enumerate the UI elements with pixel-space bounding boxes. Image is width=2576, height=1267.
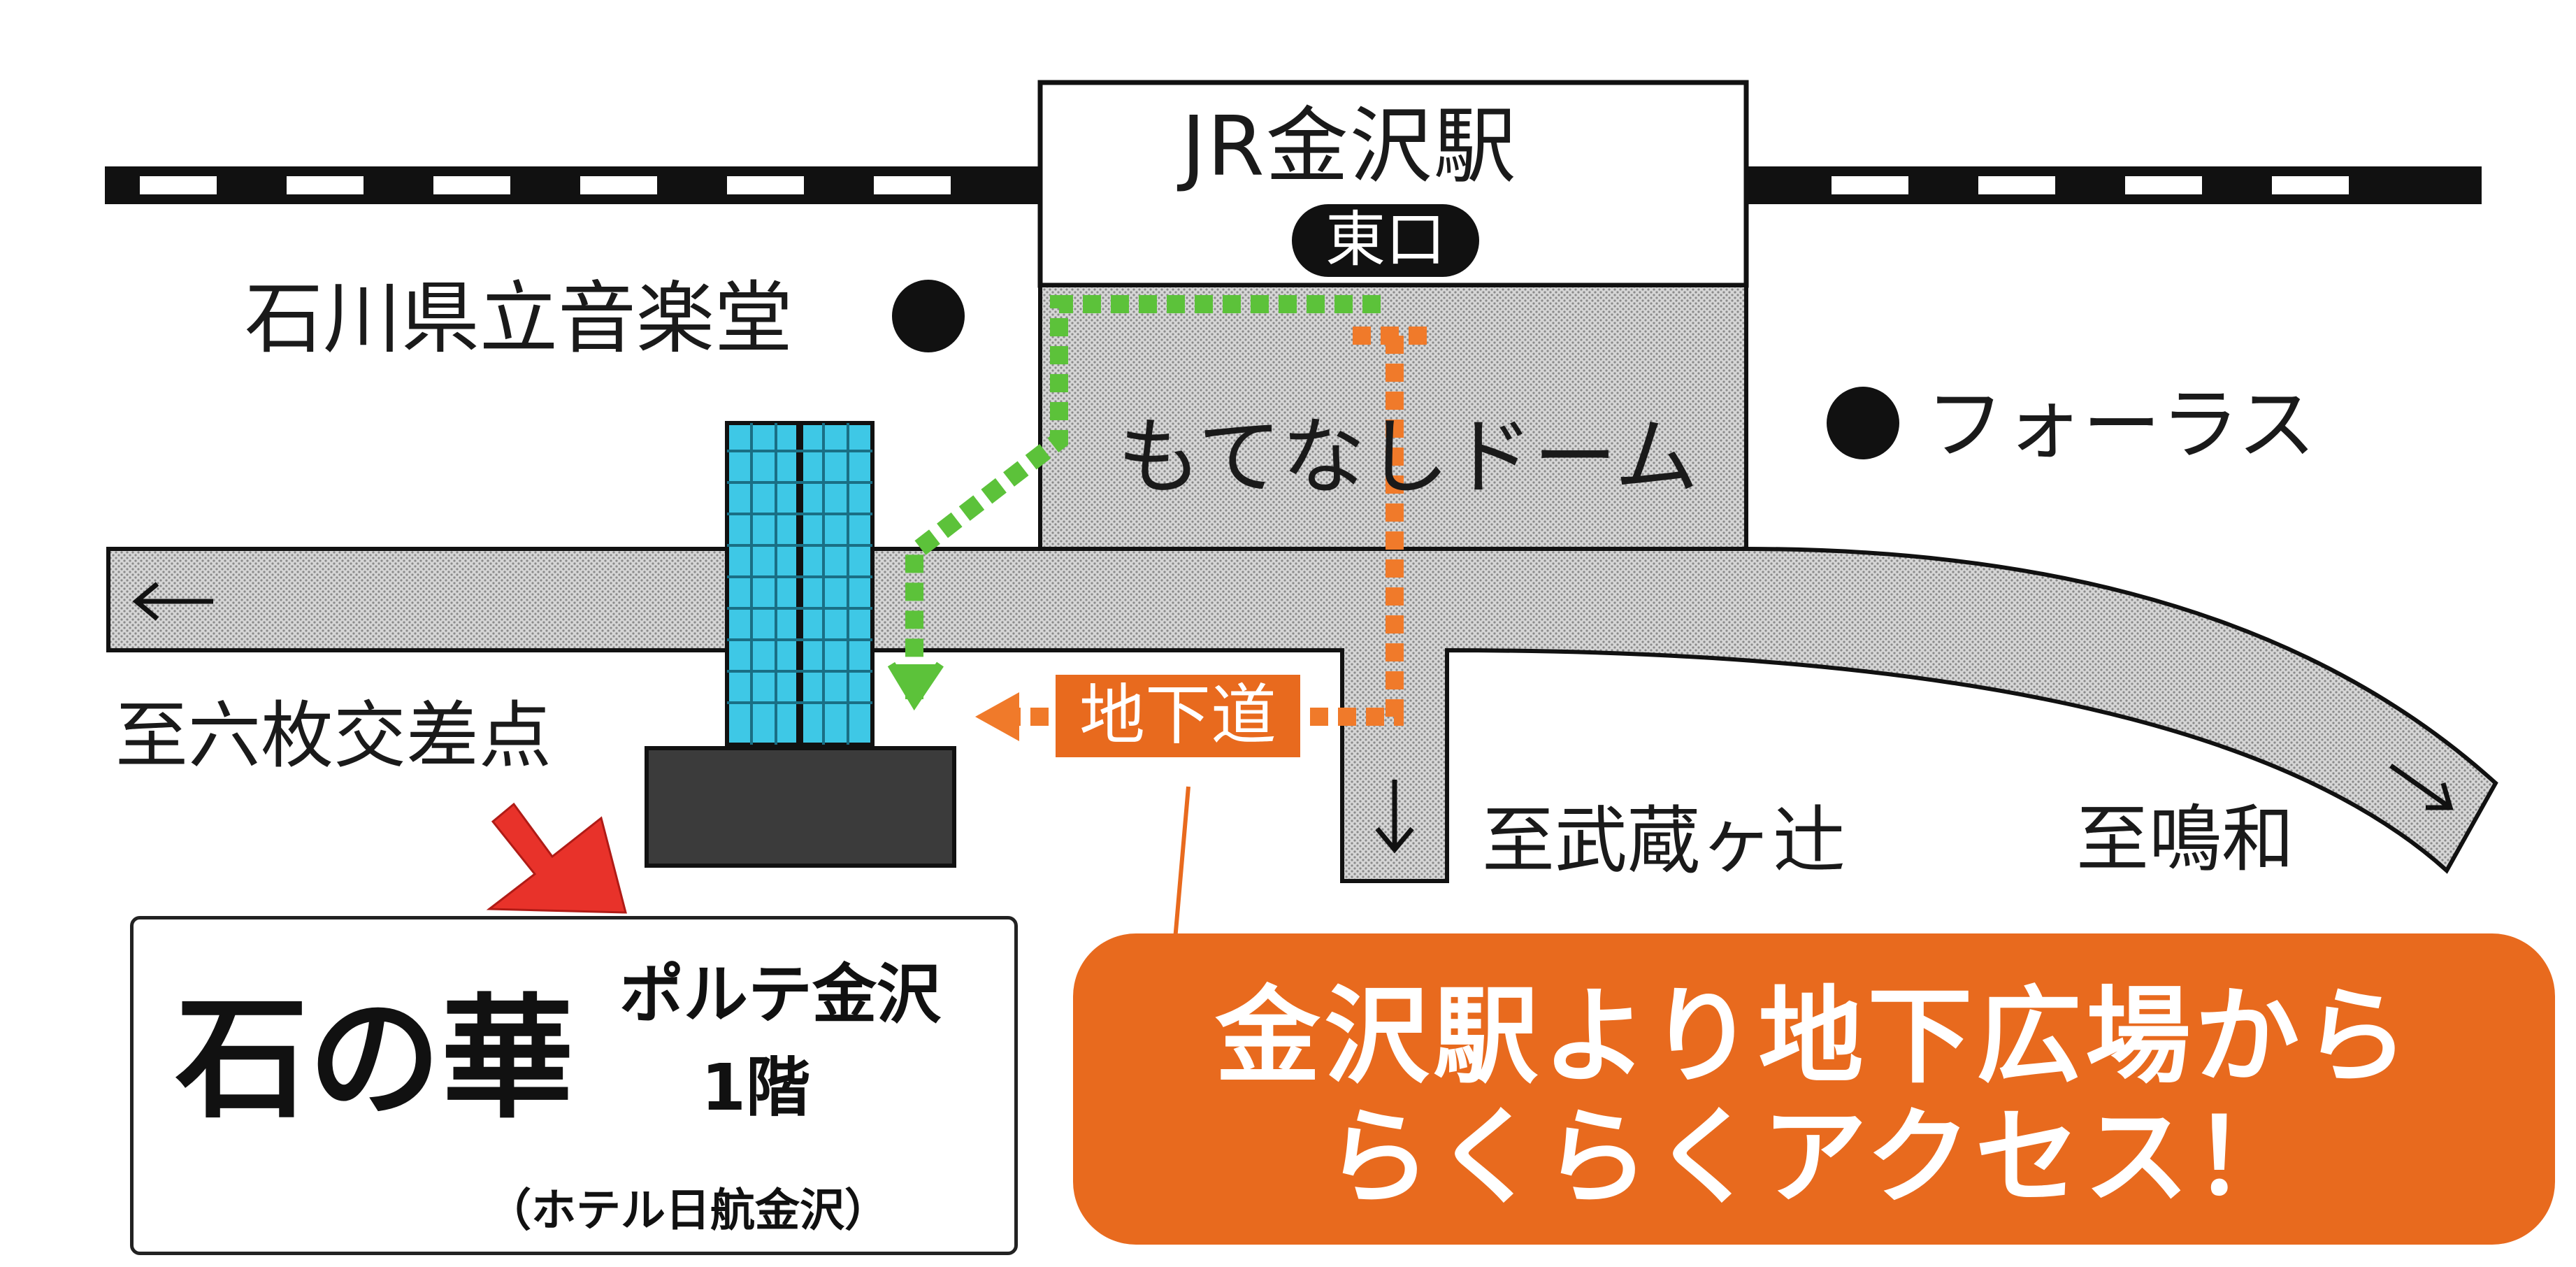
- destination-musashigatsuji: 至武蔵ヶ辻: [1482, 798, 1846, 883]
- underpass-callout-line: [1172, 786, 1190, 948]
- hotel-building: [725, 421, 875, 747]
- underpass-label: 地下道: [1056, 675, 1301, 757]
- main-road: [106, 547, 2498, 883]
- destination-naruwa: 至鳴和: [2076, 796, 2295, 882]
- green-route: [905, 295, 1381, 699]
- orange-route: [1003, 327, 1437, 726]
- road-arrows: [132, 582, 2454, 854]
- building-name: ポルテ金沢: [619, 957, 942, 1032]
- east-exit-badge: 東口: [1292, 204, 1479, 277]
- porte-podium: [645, 746, 956, 868]
- forus-marker: [1827, 387, 1899, 459]
- floor-label: 1階: [701, 1050, 811, 1125]
- destination-rokumaitsuji: 至六枚交差点: [115, 693, 552, 778]
- banner-line-1: 金沢駅より地下広場から: [1215, 976, 2413, 1098]
- concert-hall-label: 石川県立音楽堂: [245, 273, 793, 364]
- shop-name: 石の華: [175, 982, 575, 1136]
- forus-label: フォーラス: [1926, 380, 2316, 471]
- station-name: JR金沢駅: [1181, 98, 1518, 194]
- concert-hall-marker: [892, 280, 965, 352]
- dome-label: もてなしドーム: [1117, 409, 1699, 506]
- banner-line-2: らくらくアクセス！: [1325, 1096, 2303, 1219]
- hotel-name: （ホテル日航金沢）: [487, 1185, 889, 1237]
- access-banner: 金沢駅より地下広場から らくらくアクセス！: [1073, 933, 2555, 1245]
- shop-pointer-arrow: [486, 802, 627, 914]
- shop-info-box: 石の華 ポルテ金沢 1階 （ホテル日航金沢）: [130, 916, 1018, 1255]
